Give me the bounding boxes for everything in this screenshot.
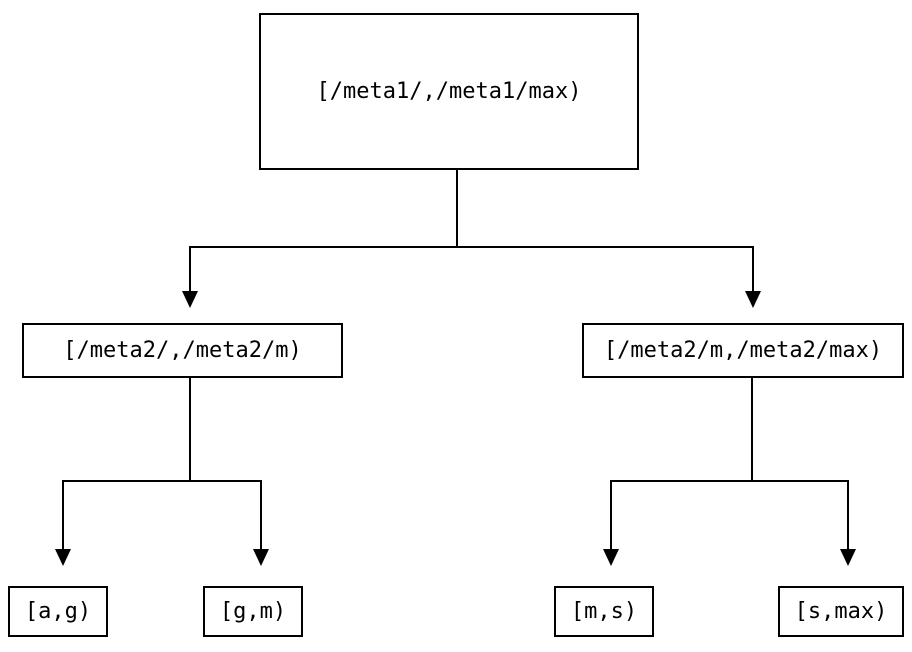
tree-node-leaf-ag-label: [a,g)	[24, 598, 92, 624]
arrowhead-to-meta2-right	[745, 291, 761, 308]
edge-root-to-children-rail	[189, 246, 754, 291]
tree-node-leaf-ag: [a,g)	[8, 586, 108, 637]
tree-node-meta2-right: [/meta2/m,/meta2/max)	[582, 323, 904, 378]
tree-node-leaf-ms: [m,s)	[554, 586, 654, 637]
tree-node-leaf-smax-label: [s,max)	[794, 598, 888, 624]
arrowhead-to-leaf-smax	[840, 549, 856, 566]
edge-meta2-left-to-children-rail	[62, 480, 262, 549]
arrowhead-to-leaf-ag	[55, 549, 71, 566]
arrowhead-to-leaf-gm	[253, 549, 269, 566]
tree-node-meta2-right-label: [/meta2/m,/meta2/max)	[603, 337, 883, 363]
arrowhead-to-leaf-ms	[603, 549, 619, 566]
tree-node-root-label: [/meta1/,/meta1/max)	[316, 78, 582, 104]
tree-node-root: [/meta1/,/meta1/max)	[259, 13, 639, 170]
tree-node-meta2-left: [/meta2/,/meta2/m)	[22, 323, 343, 378]
tree-node-leaf-gm: [g,m)	[203, 586, 303, 637]
tree-node-leaf-smax: [s,max)	[778, 586, 904, 637]
tree-node-leaf-gm-label: [g,m)	[219, 598, 287, 624]
edge-meta2-right-to-children-rail	[610, 480, 849, 549]
tree-node-meta2-left-label: [/meta2/,/meta2/m)	[63, 337, 302, 363]
tree-node-leaf-ms-label: [m,s)	[570, 598, 638, 624]
arrowhead-to-meta2-left	[182, 291, 198, 308]
